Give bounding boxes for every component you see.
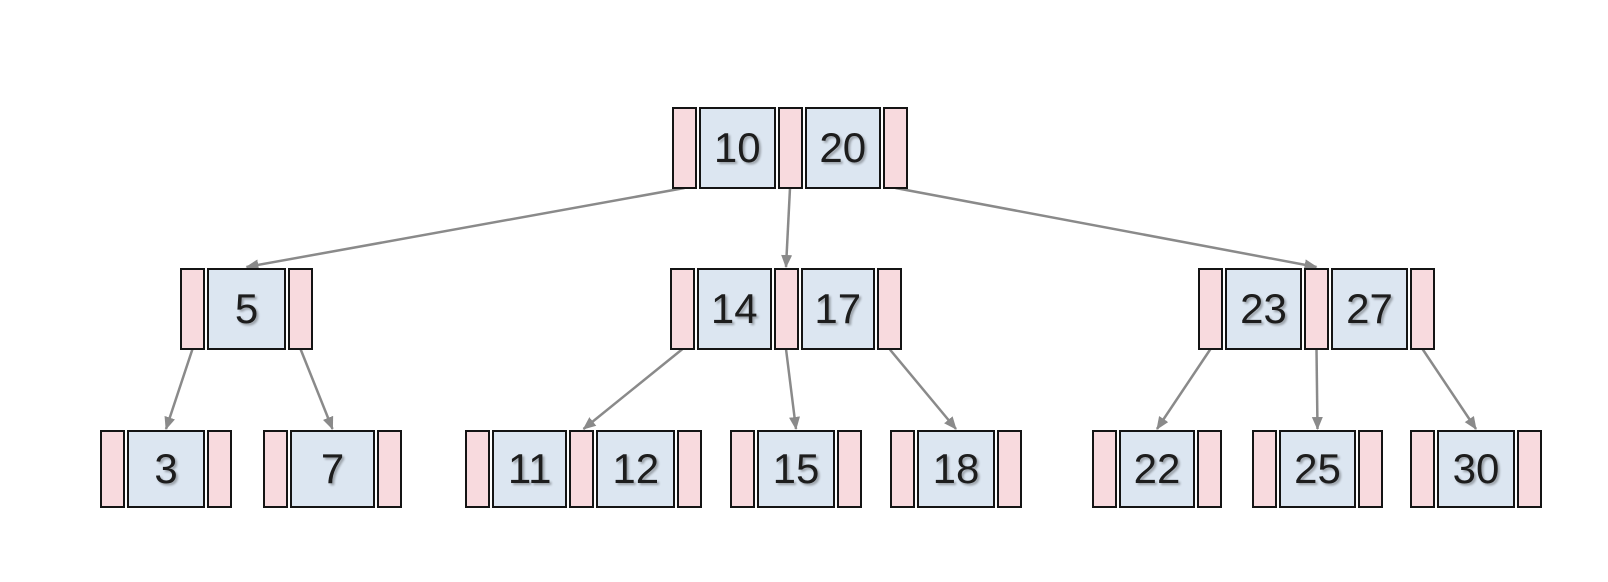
pointer-cell (672, 107, 697, 189)
key-value: 25 (1294, 445, 1341, 492)
key-cell: 12 (596, 430, 676, 508)
btree-node: 14 17 (670, 268, 902, 350)
key-cell: 14 (697, 268, 772, 350)
pointer-cell (883, 107, 908, 189)
pointer-cell (1198, 268, 1223, 350)
pointer-cell (1517, 430, 1542, 508)
pointer-cell (180, 268, 205, 350)
key-cell: 27 (1331, 268, 1408, 350)
btree-node: 25 (1252, 430, 1383, 508)
pointer-cell (377, 430, 402, 508)
key-value: 12 (612, 445, 660, 492)
pointer-cell (569, 430, 595, 508)
pointer-cell (877, 268, 902, 350)
key-cell: 15 (757, 430, 835, 508)
key-cell: 5 (207, 268, 286, 350)
key-cell: 7 (290, 430, 375, 508)
key-value: 18 (932, 445, 980, 492)
key-cell: 30 (1437, 430, 1515, 508)
key-value: 17 (814, 285, 862, 332)
pointer-cell (465, 430, 490, 508)
key-cell: 23 (1225, 268, 1302, 350)
btree-node: 23 27 (1198, 268, 1435, 350)
pointer-cell (1092, 430, 1117, 508)
key-value: 23 (1240, 285, 1287, 332)
edge-arrow (895, 186, 1318, 271)
pointer-cell (677, 430, 703, 508)
edge-arrow (1421, 348, 1478, 430)
pointer-cell (288, 268, 313, 350)
key-cell: 18 (917, 430, 995, 508)
pointer-cell (207, 430, 232, 508)
pointer-cell (1410, 268, 1435, 350)
edge-arrow (1311, 348, 1323, 430)
key-value: 20 (819, 124, 867, 171)
pointer-cell (997, 430, 1022, 508)
edge-arrow (1155, 348, 1212, 430)
pointer-cell (263, 430, 288, 508)
key-value: 7 (320, 445, 345, 492)
edge-arrow (582, 348, 684, 430)
edge-arrow (164, 348, 194, 430)
btree-node: 11 12 (465, 430, 703, 508)
key-cell: 22 (1119, 430, 1195, 508)
pointer-cell (670, 268, 695, 350)
key-value: 5 (234, 285, 259, 332)
edge-arrow (781, 187, 793, 268)
btree-node: 5 (180, 268, 313, 350)
key-cell: 11 (492, 430, 568, 508)
btree-node: 7 (263, 430, 402, 508)
key-value: 27 (1346, 285, 1393, 332)
edge-arrow (888, 348, 957, 430)
key-value: 22 (1133, 445, 1181, 492)
key-value: 3 (154, 445, 178, 492)
btree-node: 10 20 (672, 107, 908, 189)
pointer-cell (777, 107, 803, 189)
btree-node: 22 (1092, 430, 1222, 508)
key-value: 30 (1452, 445, 1500, 492)
pointer-cell (1304, 268, 1329, 350)
key-cell: 17 (800, 268, 875, 350)
pointer-cell (1358, 430, 1383, 508)
pointer-cell (773, 268, 799, 350)
key-value: 10 (713, 124, 761, 171)
btree-node: 3 (100, 430, 232, 508)
btree-node: 30 (1410, 430, 1542, 508)
pointer-cell (730, 430, 755, 508)
key-value: 14 (710, 285, 758, 332)
pointer-cell (890, 430, 915, 508)
pointer-cell (1410, 430, 1435, 508)
edge-arrow (245, 186, 685, 271)
btree-node: 18 (890, 430, 1022, 508)
edge-arrow (299, 348, 334, 430)
btree-node: 15 (730, 430, 862, 508)
key-cell: 10 (699, 107, 776, 189)
key-value: 15 (772, 445, 820, 492)
pointer-cell (1197, 430, 1222, 508)
key-cell: 20 (804, 107, 881, 189)
key-value: 11 (507, 445, 552, 492)
pointer-cell (1252, 430, 1277, 508)
edge-arrow (784, 348, 800, 430)
pointer-cell (100, 430, 125, 508)
key-cell: 25 (1279, 430, 1356, 508)
key-cell: 3 (127, 430, 205, 508)
pointer-cell (837, 430, 862, 508)
